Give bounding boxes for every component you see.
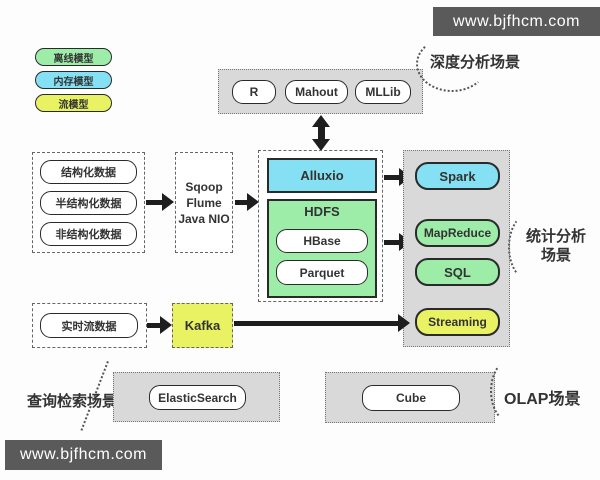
arrow-ingest-storage	[235, 193, 259, 211]
node-realtime-stream-data: 实时流数据	[40, 313, 138, 338]
query-search-label: 查询检索场景	[27, 393, 118, 410]
stats-analysis-line1: 统计分析	[525, 228, 586, 245]
watermark-banner-top: www.bjfhcm.com	[433, 7, 600, 36]
ingest-sqoop: Sqoop	[185, 179, 223, 194]
deep-analysis-arc	[416, 36, 488, 92]
node-streaming: Streaming	[415, 308, 500, 336]
node-alluxio: Alluxio	[267, 158, 377, 193]
arrow-kafka-streaming	[234, 314, 410, 332]
legend-memory-model: 内存模型	[35, 71, 112, 89]
olap-arc	[490, 358, 534, 424]
olap-label: OLAP场景	[504, 391, 581, 408]
stats-analysis-label: 统计分析 场景	[520, 227, 592, 265]
arrow-alluxio-spark	[384, 168, 411, 186]
ingest-javanio: Java NIO	[178, 211, 230, 226]
node-unstructured-data: 非结构化数据	[40, 222, 137, 246]
node-cube: Cube	[362, 385, 460, 411]
ingest-flume: Flume	[186, 195, 222, 210]
legend-offline-model: 离线模型	[35, 48, 112, 66]
deep-analysis-label: 深度分析场景	[430, 54, 521, 71]
node-mllib: MLLib	[355, 80, 411, 104]
legend-stream-model: 流模型	[35, 94, 112, 112]
arrow-hdfs-mapreduce	[384, 233, 411, 251]
node-spark: Spark	[415, 162, 500, 190]
ingest-box: Sqoop Flume Java NIO	[175, 152, 233, 253]
node-structured-data: 结构化数据	[40, 160, 137, 184]
node-parquet: Parquet	[276, 260, 368, 285]
node-sql: SQL	[415, 258, 500, 286]
node-hbase: HBase	[276, 229, 368, 253]
arrow-stream-kafka	[147, 316, 172, 334]
node-kafka: Kafka	[172, 303, 233, 348]
arrow-sources-ingest	[146, 193, 174, 211]
stats-analysis-arc	[508, 213, 550, 281]
watermark-banner-bottom: www.bjfhcm.com	[5, 440, 162, 470]
node-semistructured-data: 半结构化数据	[40, 191, 137, 215]
node-elasticsearch: ElasticSearch	[149, 385, 246, 410]
node-mahout: Mahout	[285, 80, 348, 104]
hdfs-label: HDFS	[304, 204, 340, 219]
node-mapreduce: MapReduce	[415, 219, 500, 247]
stats-analysis-line2: 场景	[540, 247, 571, 264]
node-r: R	[232, 80, 276, 104]
